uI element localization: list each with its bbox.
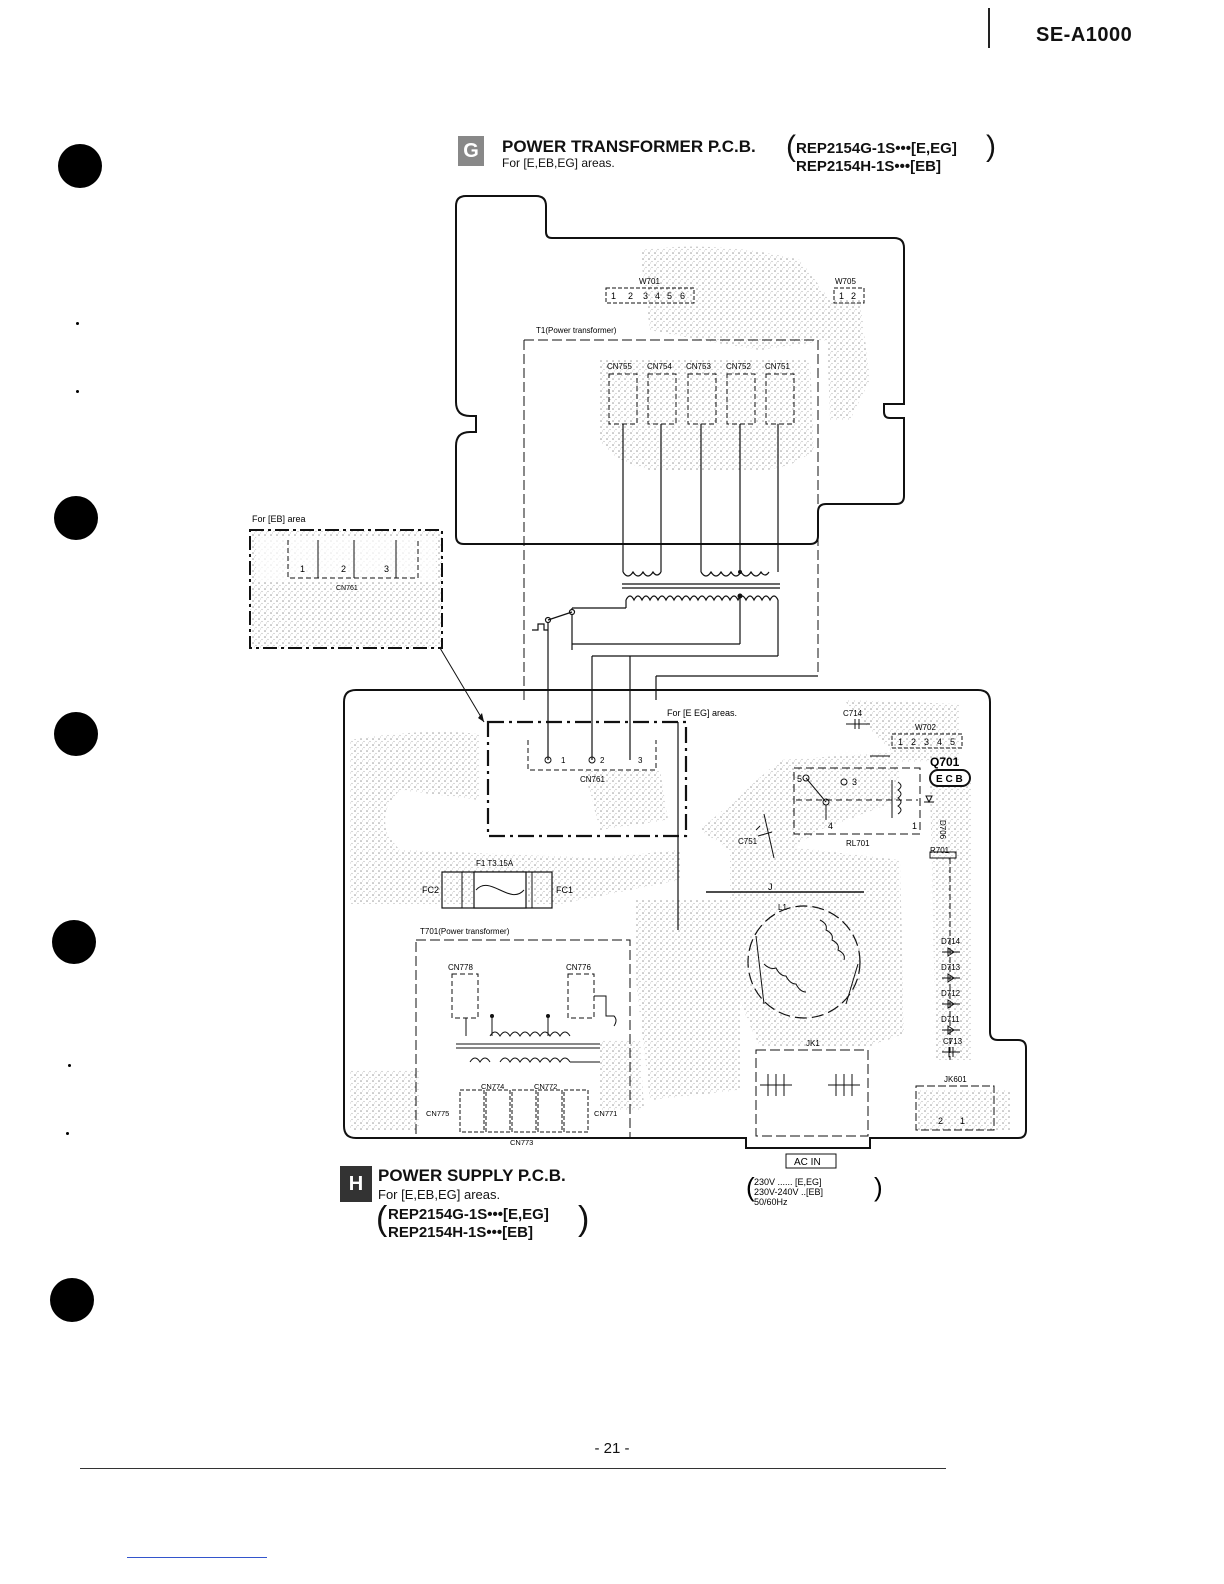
cn761-inset-label: CN761: [336, 585, 358, 592]
l1-label: L1: [778, 903, 787, 912]
svg-text:4: 4: [937, 737, 942, 747]
margin-mark: [76, 322, 79, 325]
svg-text:1: 1: [561, 756, 566, 765]
jk1-label: JK1: [806, 1039, 820, 1048]
svg-text:3: 3: [924, 737, 929, 747]
q701-pins: E C B: [936, 774, 963, 785]
footer-rule: [80, 1468, 946, 1469]
svg-text:D713: D713: [941, 963, 961, 972]
svg-text:CN774: CN774: [481, 1082, 504, 1091]
section-g-part-number: REP2154H-1S•••[EB]: [796, 158, 941, 175]
svg-text:4: 4: [828, 821, 833, 831]
cn776-label: CN776: [566, 963, 591, 972]
q701-label: Q701: [930, 755, 960, 769]
section-g-subtitle: For [E,EB,EG] areas.: [502, 156, 615, 170]
svg-text:1: 1: [898, 737, 903, 747]
svg-text:2: 2: [938, 1116, 943, 1126]
svg-text:1: 1: [912, 821, 917, 831]
cn778-label: CN778: [448, 963, 473, 972]
svg-text:2: 2: [600, 756, 605, 765]
rl701-label: RL701: [846, 839, 870, 848]
svg-text:D712: D712: [941, 989, 961, 998]
svg-text:(: (: [746, 1172, 755, 1202]
t701-label: T701(Power transformer): [420, 927, 510, 936]
w701-label: W701: [639, 277, 660, 286]
svg-text:CN771: CN771: [594, 1109, 617, 1118]
c751-label: C751: [738, 837, 758, 846]
section-h-title: POWER SUPPLY P.C.B.: [378, 1166, 566, 1185]
j-label: J: [768, 882, 773, 892]
svg-text:): ): [874, 1172, 883, 1202]
punch-hole: [52, 920, 96, 964]
w705-label: W705: [835, 277, 856, 286]
punch-hole: [50, 1278, 94, 1322]
section-h-part-number: REP2154G-1S•••[E,EG]: [388, 1206, 549, 1223]
footer-link-line: [127, 1557, 267, 1558]
svg-text:1: 1: [300, 564, 305, 574]
svg-text:2: 2: [851, 291, 856, 301]
e-eg-area-label: For [E EG] areas.: [667, 708, 737, 718]
svg-text:C713: C713: [943, 1037, 963, 1046]
svg-text:1: 1: [839, 291, 844, 301]
svg-text:CN775: CN775: [426, 1109, 449, 1118]
svg-text:1: 1: [611, 291, 616, 301]
svg-text:CN753: CN753: [686, 362, 711, 371]
page-number: - 21 -: [594, 1440, 630, 1457]
svg-text:CN751: CN751: [765, 362, 790, 371]
svg-text:3: 3: [638, 756, 643, 765]
margin-mark: [76, 390, 79, 393]
svg-text:4: 4: [655, 291, 660, 301]
ac-in-label: AC IN: [794, 1157, 821, 1168]
r701-label: R701: [930, 846, 950, 855]
svg-text:CN772: CN772: [534, 1082, 557, 1091]
margin-mark: [68, 1064, 71, 1067]
section-g-title: POWER TRANSFORMER P.C.B.: [502, 137, 756, 156]
cn761-label: CN761: [580, 775, 605, 784]
svg-text:D711: D711: [941, 1015, 960, 1024]
svg-text:5: 5: [667, 291, 672, 301]
t1-label: T1(Power transformer): [536, 326, 617, 335]
punch-hole: [54, 712, 98, 756]
fc2-label: FC2: [422, 885, 439, 895]
eb-area-label: For [EB] area: [252, 514, 306, 524]
svg-text:CN752: CN752: [726, 362, 751, 371]
svg-text:2: 2: [911, 737, 916, 747]
power-supply-pcb-outline: [343, 689, 1027, 1149]
svg-text:CN754: CN754: [647, 362, 672, 371]
svg-text:5: 5: [950, 737, 955, 747]
section-h-part-number: REP2154H-1S•••[EB]: [388, 1224, 533, 1241]
svg-text:CN755: CN755: [607, 362, 632, 371]
svg-text:2: 2: [341, 564, 346, 574]
ac-spec-line: 230V ...... [E,EG]: [754, 1177, 822, 1187]
fc1-label: FC1: [556, 885, 573, 895]
svg-text:5: 5: [797, 774, 802, 784]
svg-text:3: 3: [852, 777, 857, 787]
w701-pins: 1 2 3 4 5 6: [611, 291, 685, 301]
header-rule: [988, 8, 990, 48]
svg-text:1: 1: [960, 1116, 965, 1126]
punch-hole: [54, 496, 98, 540]
svg-text:3: 3: [643, 291, 648, 301]
svg-text:2: 2: [628, 291, 633, 301]
transformer-pcb-outline: [455, 195, 905, 545]
ac-spec-line: 230V-240V ..[EB]: [754, 1187, 823, 1197]
svg-text:6: 6: [680, 291, 685, 301]
d706-label: D706: [938, 820, 947, 840]
section-g-badge: G: [458, 136, 484, 166]
c714-label: C714: [843, 709, 863, 718]
section-g-part-number: REP2154G-1S•••[E,EG]: [796, 140, 957, 157]
fuse-label: F1 T3.15A: [476, 859, 514, 868]
svg-text:CN773: CN773: [510, 1138, 533, 1147]
section-h-badge: H: [340, 1166, 372, 1202]
margin-mark: [66, 1132, 69, 1135]
model-label: SE-A1000: [1036, 24, 1133, 46]
svg-text:3: 3: [384, 564, 389, 574]
ac-spec-line: 50/60Hz: [754, 1197, 788, 1207]
svg-text:D714: D714: [941, 937, 961, 946]
w702-label: W702: [915, 723, 936, 732]
section-h-subtitle: For [E,EB,EG] areas.: [378, 1187, 501, 1202]
punch-hole: [58, 144, 102, 188]
jk601-label: JK601: [944, 1075, 967, 1084]
